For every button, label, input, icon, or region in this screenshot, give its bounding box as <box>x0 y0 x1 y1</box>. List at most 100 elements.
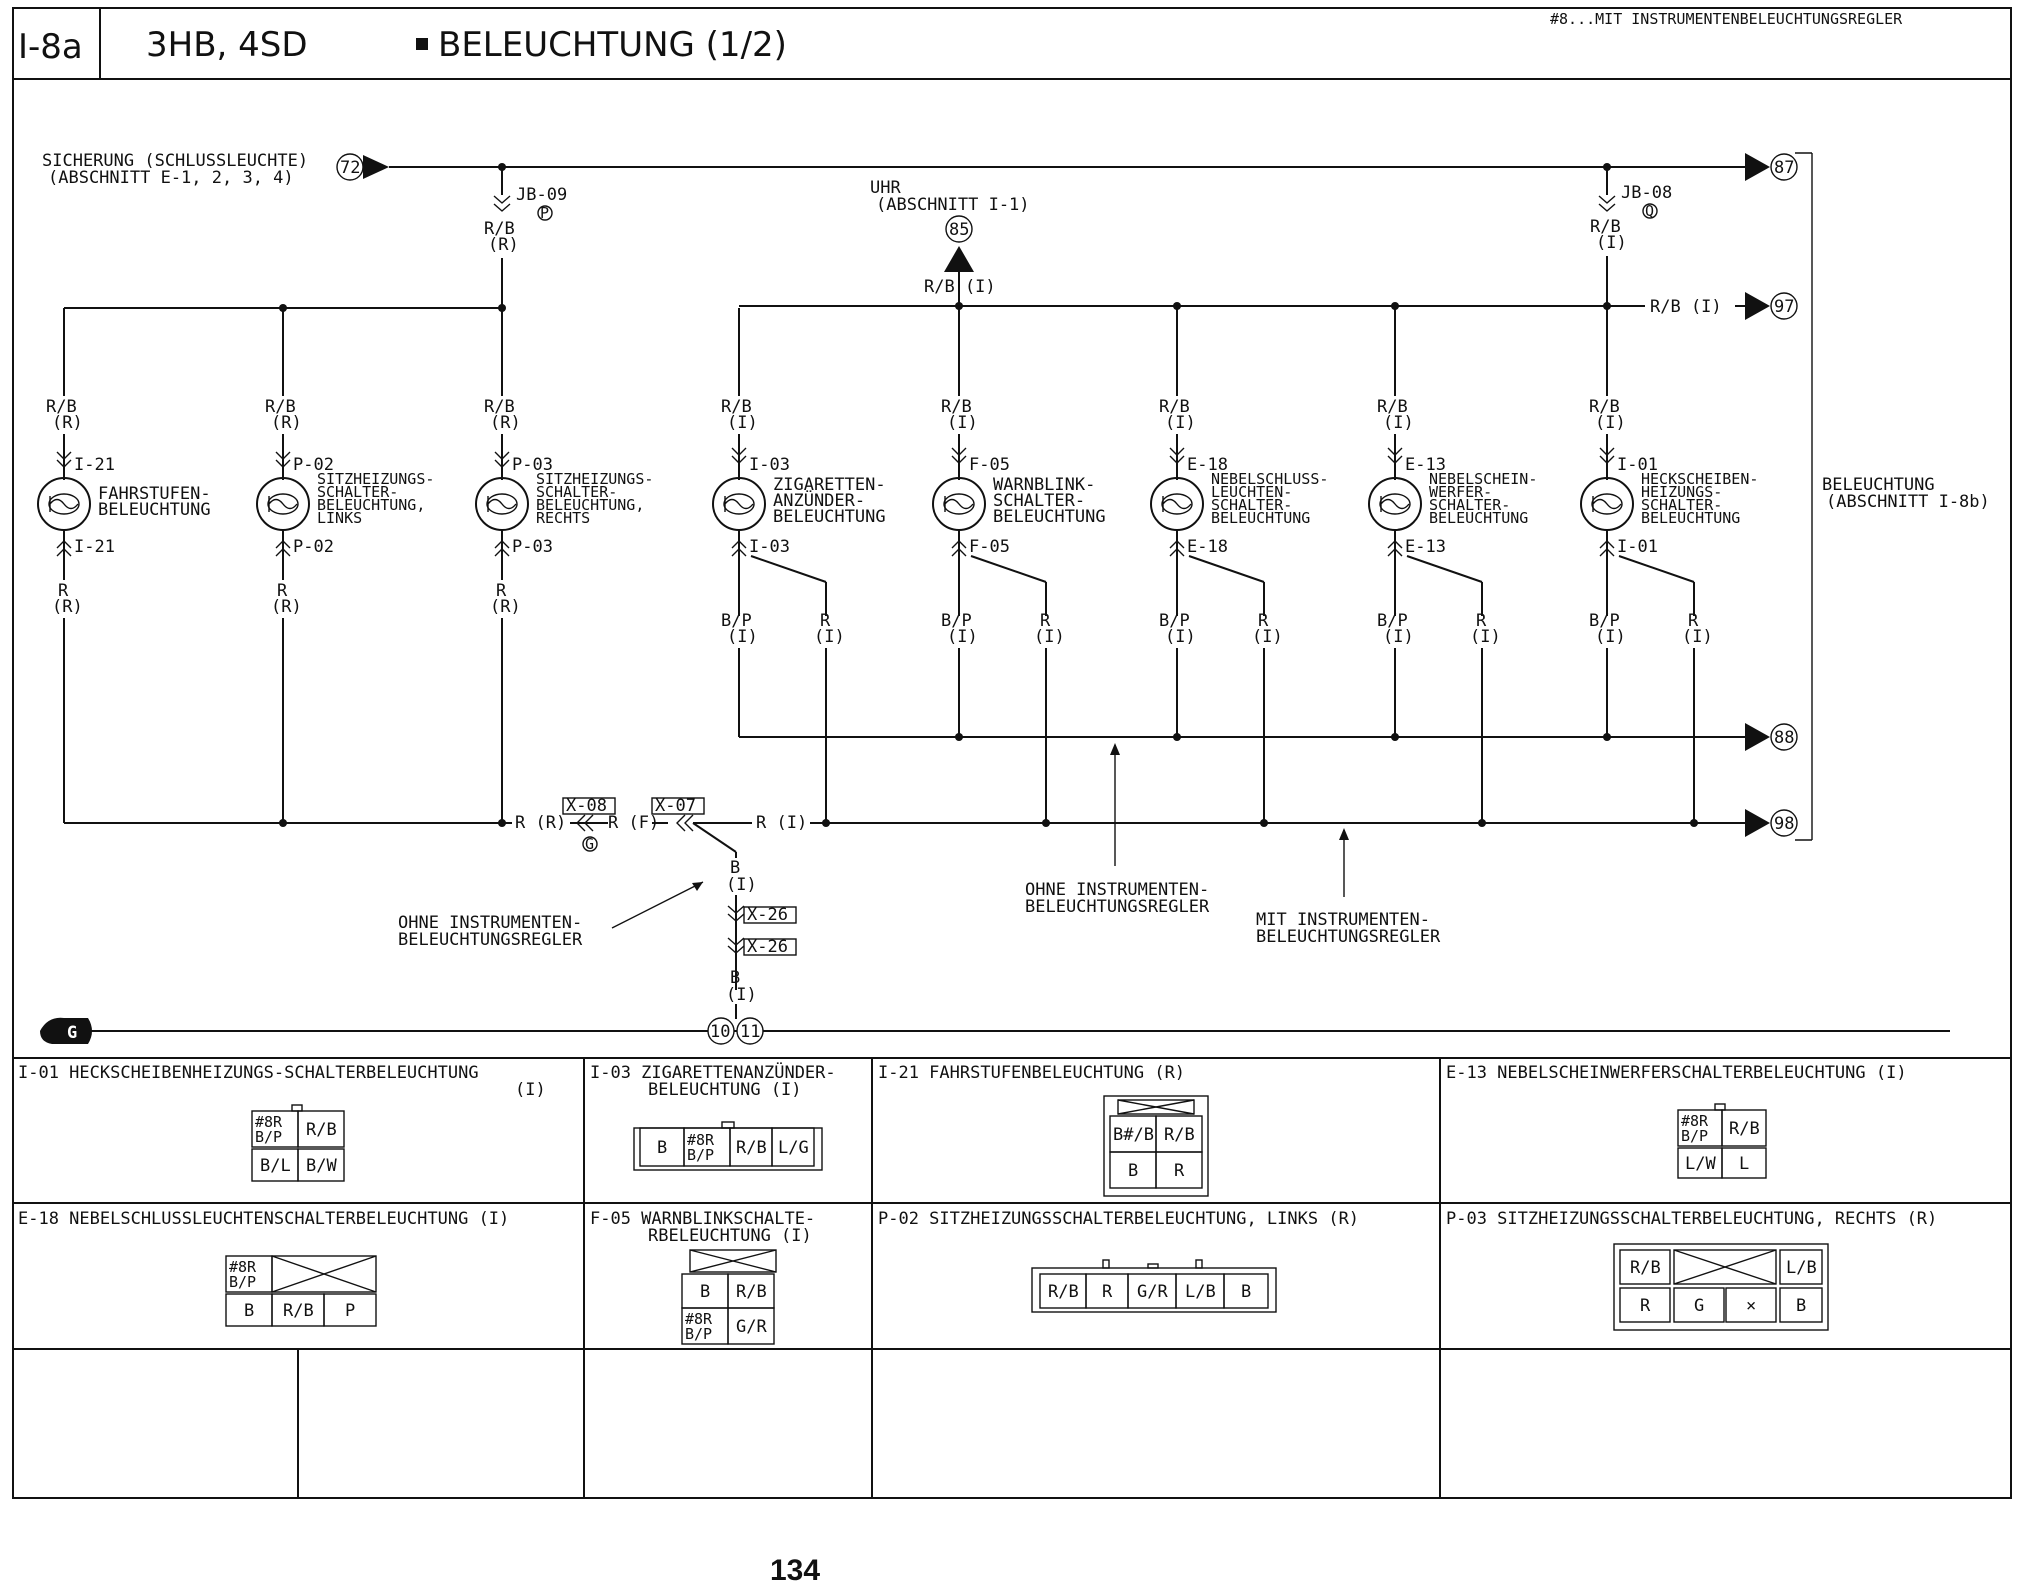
lamp-e-18: R/B(I)E-18NEBELSCHLUSS-LEUCHTEN-SCHALTER… <box>1150 302 1328 827</box>
pin-label: G/R <box>1137 1282 1168 1302</box>
out-97: 97 <box>1774 297 1794 317</box>
lamp-id-top: E-13 <box>1405 455 1446 475</box>
lamp-bp-wire: B/P <box>1377 611 1408 631</box>
lamp-label: LINKS <box>317 509 362 527</box>
pin-label: B <box>700 1282 710 1302</box>
lamp-id-bottom: I-21 <box>74 537 115 557</box>
uhr-label-1: UHR <box>870 178 901 198</box>
gnd-wire-color: (I) <box>726 875 757 895</box>
x08-pin: G <box>585 835 594 853</box>
lamp-id-bottom: F-05 <box>969 537 1010 557</box>
connector-title: E-13 NEBELSCHEINWERFERSCHALTERBELEUCHTUN… <box>1446 1063 1907 1083</box>
lamp-label: BELEUCHTUNG <box>98 500 211 520</box>
lamp-top-color: (I) <box>1595 413 1626 433</box>
fuse-label-1: SICHERUNG (SCHLUSSLEUCHTE) <box>42 151 308 171</box>
jb08-wire: R/B <box>1590 217 1621 237</box>
pin-label: B/P <box>255 1128 282 1146</box>
pin-label: B/W <box>306 1156 337 1176</box>
out-87-arrow-icon <box>1745 153 1770 181</box>
pin-label: G <box>1694 1296 1704 1316</box>
pin-label: R/B <box>736 1282 767 1302</box>
lamp-r-wire: R <box>1040 611 1051 631</box>
connector-title: P-02 SITZHEIZUNGSSCHALTERBELEUCHTUNG, LI… <box>878 1209 1359 1229</box>
lamp-label: HECKSCHEIBEN- <box>1641 470 1758 488</box>
wire-r-i: R (I) <box>756 813 807 833</box>
pin-label: R/B <box>736 1138 767 1158</box>
connector-title: E-18 NEBELSCHLUSSLEUCHTENSCHALTERBELEUCH… <box>18 1209 509 1229</box>
lamp-id-bottom: I-01 <box>1617 537 1658 557</box>
pin-label: B/L <box>260 1156 291 1176</box>
lamp-i-03: R/B(I)I-03ZIGARETTEN-ANZÜNDER-BELEUCHTUN… <box>712 308 886 827</box>
lamp-id-top: E-18 <box>1187 455 1228 475</box>
pin-label: B <box>1128 1161 1138 1181</box>
lamp-id-top: P-02 <box>293 455 334 475</box>
header-title: BELEUCHTUNG (1/2) <box>438 25 787 65</box>
lamp-id-top: I-21 <box>74 455 115 475</box>
ohne-label-1a: OHNE INSTRUMENTEN- <box>398 913 582 933</box>
lamp-r-wire: R <box>1688 611 1699 631</box>
lamp-r-color: (I) <box>814 627 845 647</box>
lamp-label: NEBELSCHLUSS- <box>1211 470 1328 488</box>
lamp-id-top: I-01 <box>1617 455 1658 475</box>
pin-label: B <box>1796 1296 1806 1316</box>
lamp-label: NEBELSCHEIN- <box>1429 470 1537 488</box>
lamp-bp-wire: B/P <box>1589 611 1620 631</box>
lamp-label: BELEUCHTUNG, <box>317 496 425 514</box>
lamp-r-color: (I) <box>1252 627 1283 647</box>
lamp-label: SITZHEIZUNGS- <box>536 470 653 488</box>
lamp-id-top: P-03 <box>512 455 553 475</box>
connector-table <box>13 1057 2011 1498</box>
lamp-bp-color: (I) <box>1383 627 1414 647</box>
lamp-bp-color: (I) <box>1165 627 1196 647</box>
lamp-label: SCHALTER- <box>1429 496 1510 514</box>
pin-label: #8R <box>687 1131 715 1149</box>
jb08-pin: Q <box>1645 202 1654 220</box>
lamp-top-wire: R/B <box>1589 397 1620 417</box>
header-models: 3HB, 4SD <box>146 25 308 65</box>
pin-label: L/B <box>1185 1282 1216 1302</box>
pin-label: B/P <box>229 1273 256 1291</box>
lamp-bottom-wire: R <box>496 581 507 601</box>
fuse-ref: 72 <box>340 158 360 178</box>
beleuchtung-ref-1: BELEUCHTUNG <box>1822 475 1935 495</box>
beleuchtung-ref-2: (ABSCHNITT I-8b) <box>1826 492 1990 512</box>
lamp-label: ANZÜNDER- <box>773 489 865 511</box>
outer-frame <box>12 7 2012 1499</box>
pin-label: L/W <box>1685 1154 1716 1174</box>
pin-label: L <box>1739 1154 1749 1174</box>
wire-r-r: R (R) <box>515 813 566 833</box>
lamp-bp-color: (I) <box>1595 627 1626 647</box>
lamp-id-bottom: P-02 <box>293 537 334 557</box>
page-number: 134 <box>770 1554 820 1587</box>
lamp-r-wire: R <box>820 611 831 631</box>
out-87: 87 <box>1774 158 1794 178</box>
lamp-bottom-color: (R) <box>490 597 521 617</box>
out-98: 98 <box>1774 814 1794 834</box>
connector-title: I-01 HECKSCHEIBENHEIZUNGS-SCHALTERBELEUC… <box>18 1063 479 1083</box>
pin-label: R/B <box>1048 1282 1079 1302</box>
pin-label: P <box>345 1301 355 1321</box>
lamp-top-color: (I) <box>1383 413 1414 433</box>
gnd-wire: B <box>730 858 740 878</box>
ground-icon <box>40 1017 92 1044</box>
lamp-top-wire: R/B <box>1159 397 1190 417</box>
lamp-top-wire: R/B <box>941 397 972 417</box>
lamp-i-01: R/B(I)I-01HECKSCHEIBEN-HEIZUNGS-SCHALTER… <box>1580 302 1758 827</box>
lamp-top-wire: R/B <box>46 397 77 417</box>
pin-label: R <box>1640 1296 1651 1316</box>
pin-label: B/P <box>1681 1127 1708 1145</box>
connector-subtitle: (I) <box>515 1080 546 1100</box>
lamp-label: BELEUCHTUNG <box>773 507 886 527</box>
pin-label: #8R <box>685 1310 713 1328</box>
lamp-top-wire: R/B <box>721 397 752 417</box>
jb09-pin: P <box>540 204 549 222</box>
jb08-wire-color: (I) <box>1596 233 1627 253</box>
lamp-id-top: F-05 <box>969 455 1010 475</box>
connector-title: I-21 FAHRSTUFENBELEUCHTUNG (R) <box>878 1063 1185 1083</box>
